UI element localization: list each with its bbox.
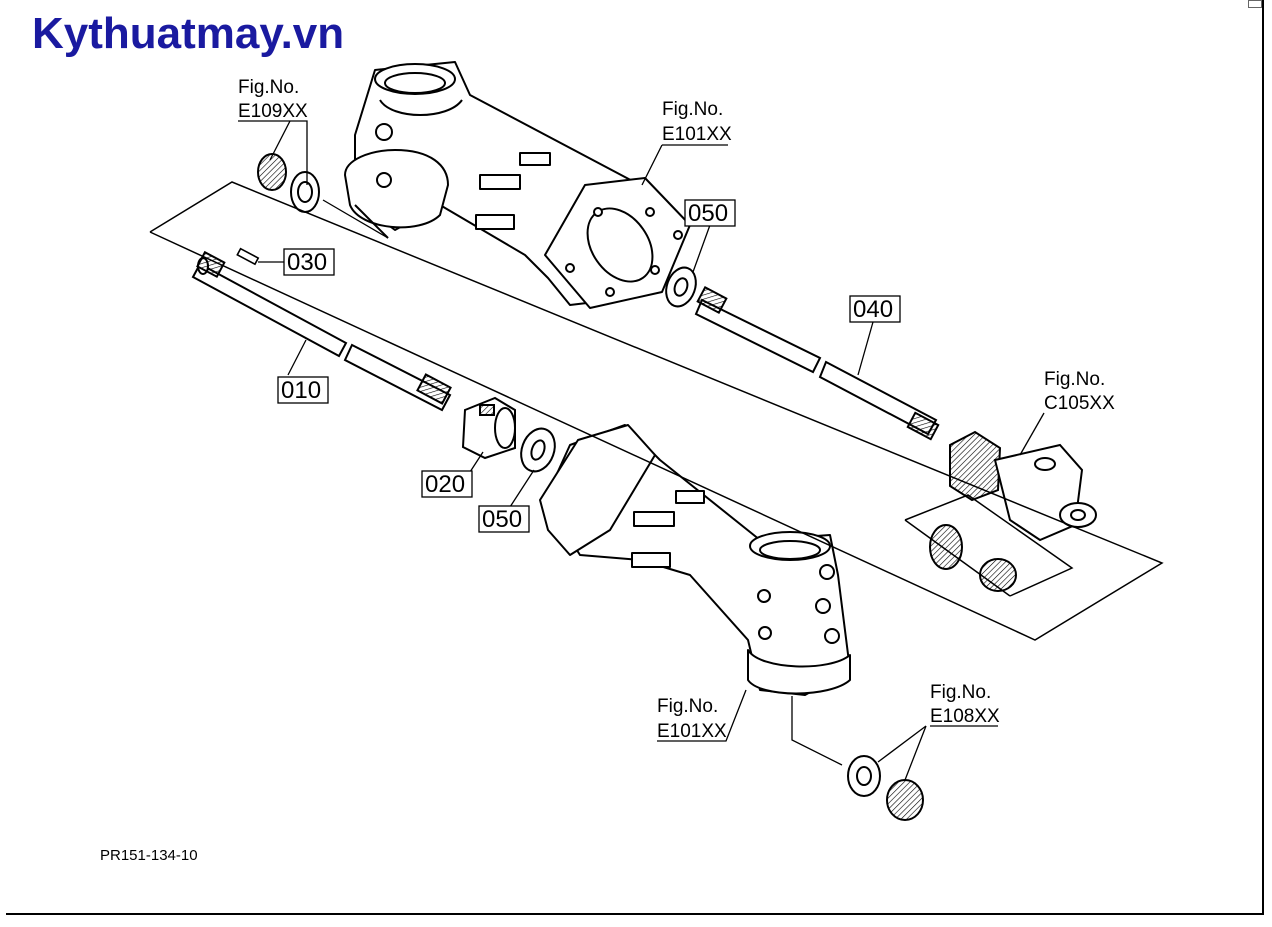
bevel-gear-left: [929, 524, 963, 570]
drawing-frame: [6, 0, 1264, 915]
part-number-030: 030: [283, 248, 335, 276]
figure-ref-e101-bottom: Fig.No. E101XX: [657, 696, 727, 742]
shaft-010: [191, 250, 452, 412]
part-number-text: 010: [281, 377, 321, 404]
part-number-050-top: 050: [684, 199, 736, 227]
brand-watermark: Kythuatmay.vn: [32, 9, 345, 58]
figure-ref-e101-top: Fig.No. E101XX: [662, 99, 732, 145]
fig-label: Fig.No.: [930, 682, 991, 703]
seal-050-upper: [665, 266, 697, 308]
leader-lines: [238, 120, 1045, 781]
bevel-gear-right: [979, 558, 1017, 592]
figure-ref-e108: Fig.No. E108XX: [930, 682, 1000, 727]
fig-code: E108XX: [930, 706, 1000, 727]
fig-code: E109XX: [238, 101, 308, 122]
fig-code: E101XX: [657, 721, 727, 742]
part-number-040: 040: [849, 295, 901, 323]
part-number-020: 020: [421, 470, 473, 498]
washer-050-lower: [520, 427, 556, 473]
part-number-050-bottom: 050: [478, 505, 530, 533]
assembly-outline: [149, 181, 1164, 641]
fig-code: C105XX: [1044, 393, 1115, 414]
upper-axle-housing: [344, 61, 691, 309]
key-030: [236, 247, 260, 266]
figure-ref-c105: Fig.No. C105XX: [1044, 369, 1115, 414]
part-number-010: 010: [277, 376, 329, 404]
corner-mark: [1248, 0, 1262, 8]
part-number-text: 050: [482, 506, 522, 533]
fig-label: Fig.No.: [662, 99, 723, 120]
part-number-text: 020: [425, 471, 465, 498]
part-number-text: 030: [287, 249, 327, 276]
fig-label: Fig.No.: [657, 696, 718, 717]
part-number-text: 050: [688, 200, 728, 227]
bearing-e108: [847, 755, 881, 797]
shaft-040: [694, 285, 940, 441]
pinion-gear-e109: [257, 153, 287, 191]
joint-assembly-c105: [949, 430, 1097, 542]
figure-ref-e109: Fig.No. E109XX: [238, 77, 308, 122]
bearing-e109: [290, 171, 320, 213]
fig-code: E101XX: [662, 124, 732, 145]
drawing-code: PR151-134-10: [100, 847, 198, 864]
lower-axle-housing: [539, 424, 851, 696]
part-number-text: 040: [853, 296, 893, 323]
fig-label: Fig.No.: [1044, 369, 1105, 390]
fig-label: Fig.No.: [238, 77, 299, 98]
bevel-gear-e108: [886, 779, 924, 821]
coupler-020: [461, 396, 516, 460]
